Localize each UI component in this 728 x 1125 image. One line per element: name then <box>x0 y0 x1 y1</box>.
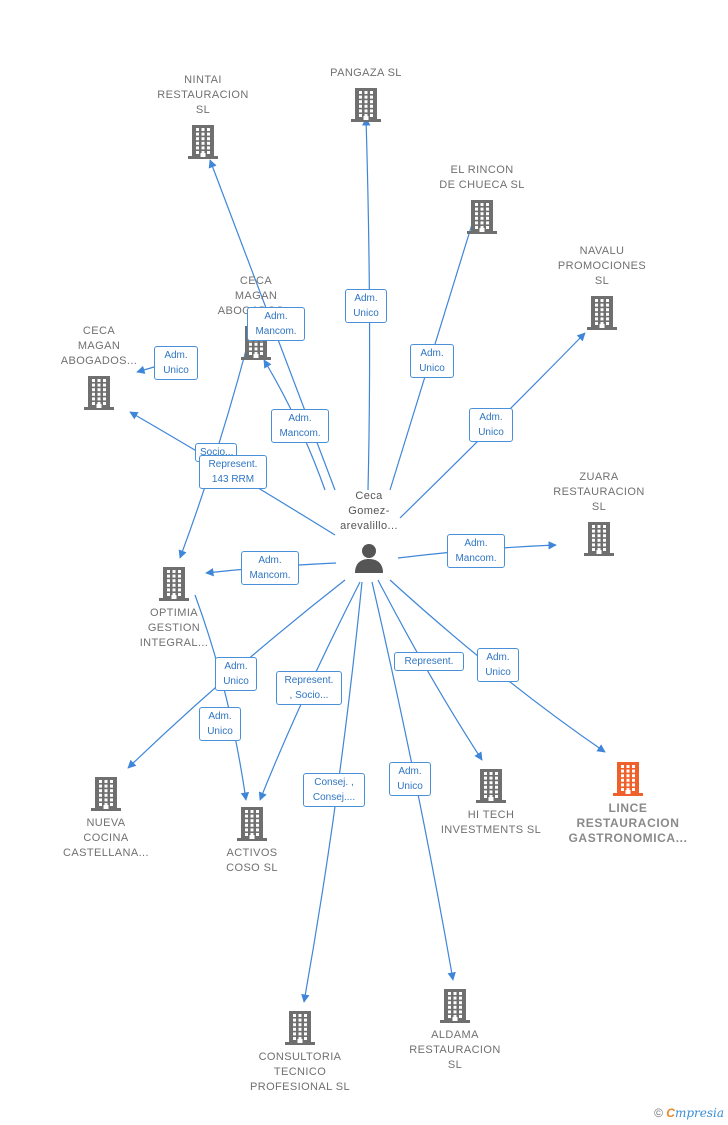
company-label: EL RINCON DE CHUECA SL <box>439 164 525 191</box>
company-node-nintai[interactable]: NINTAI RESTAURACION SL <box>138 73 268 160</box>
company-label: CECA MAGAN ABOGADOS... <box>60 325 138 367</box>
center-person-label: Ceca Gomez- arevalillo... <box>340 490 398 532</box>
company-label: OPTIMIA GESTION INTEGRAL... <box>139 607 209 649</box>
relationship-edge <box>194 594 250 801</box>
relationship-edge <box>377 579 483 761</box>
company-node-lince[interactable]: LINCE RESTAURACION GASTRONOMICA... <box>563 761 693 846</box>
company-label: CONSULTORIA TECNICO PROFESIONAL SL <box>250 1051 350 1093</box>
company-node-optimia[interactable]: OPTIMIA GESTION INTEGRAL... <box>109 566 239 651</box>
copyright-symbol: © <box>654 1106 663 1120</box>
relationship-label-zuara[interactable]: Adm. Mancom. <box>447 534 505 568</box>
relationship-label-hi-tech[interactable]: Represent. <box>394 652 464 671</box>
company-node-pangaza[interactable]: PANGAZA SL <box>301 66 431 123</box>
company-node-el-rincon[interactable]: EL RINCON DE CHUECA SL <box>417 163 547 235</box>
company-label: NINTAI RESTAURACION SL <box>157 74 249 116</box>
company-label: LINCE RESTAURACION GASTRONOMICA... <box>568 801 688 845</box>
company-node-nueva-cocina[interactable]: NUEVA COCINA CASTELLANA... <box>41 776 171 861</box>
relationship-label-nueva-cocina[interactable]: Adm. Unico <box>215 657 257 691</box>
company-label: ALDAMA RESTAURACION SL <box>409 1029 501 1071</box>
relationship-label-consultoria[interactable]: Consej. , Consej.... <box>303 773 365 807</box>
brand-footer: © Cmpresia <box>654 1106 724 1120</box>
building-icon <box>440 989 470 1023</box>
relationship-label-represent-143[interactable]: Represent. 143 RRM <box>199 455 267 489</box>
company-node-zuara[interactable]: ZUARA RESTAURACION SL <box>534 470 664 557</box>
relationship-label-rincon[interactable]: Adm. Unico <box>410 344 454 378</box>
relationship-label-activos-2[interactable]: Represent. , Socio... <box>276 671 342 705</box>
company-label: ACTIVOS COSO SL <box>226 847 278 874</box>
relationship-label-ceca-magan-1[interactable]: Adm. Mancom. <box>271 409 329 443</box>
building-icon <box>587 296 617 330</box>
company-node-ceca-magan-2[interactable]: CECA MAGAN ABOGADOS... <box>34 324 164 411</box>
building-icon <box>84 376 114 410</box>
relationship-label-optimia[interactable]: Adm. Mancom. <box>241 551 299 585</box>
building-icon <box>285 1011 315 1045</box>
relationship-label-nintai[interactable]: Adm. Mancom. <box>247 307 305 341</box>
building-icon <box>91 777 121 811</box>
company-label: PANGAZA SL <box>330 67 402 79</box>
building-icon <box>584 522 614 556</box>
building-icon <box>476 769 506 803</box>
building-icon <box>237 807 267 841</box>
company-label: NUEVA COCINA CASTELLANA... <box>63 817 149 859</box>
center-person-node[interactable]: Ceca Gomez- arevalillo... <box>304 489 434 574</box>
relationship-label-ceca-magan-2[interactable]: Adm. Unico <box>154 346 198 380</box>
relationship-edge <box>389 207 479 491</box>
company-node-hi-tech[interactable]: HI TECH INVESTMENTS SL <box>426 768 556 838</box>
brand-logo-initial: C <box>666 1106 675 1120</box>
relationship-label-aldama[interactable]: Adm. Unico <box>389 762 431 796</box>
company-node-consultoria[interactable]: CONSULTORIA TECNICO PROFESIONAL SL <box>235 1010 365 1095</box>
company-node-activos[interactable]: ACTIVOS COSO SL <box>187 806 317 876</box>
brand-logo-rest: mpresia <box>674 1106 724 1120</box>
relationship-label-navalu[interactable]: Adm. Unico <box>469 408 513 442</box>
building-icon <box>159 567 189 601</box>
company-label: NAVALU PROMOCIONES SL <box>557 245 647 287</box>
building-icon <box>613 762 643 796</box>
person-icon <box>355 544 383 573</box>
relationship-label-lince[interactable]: Adm. Unico <box>477 648 519 682</box>
building-icon <box>351 88 381 122</box>
relationship-label-pangaza[interactable]: Adm. Unico <box>345 289 387 323</box>
company-label: ZUARA RESTAURACION SL <box>553 471 645 513</box>
company-node-navalu[interactable]: NAVALU PROMOCIONES SL <box>537 244 667 331</box>
company-label: HI TECH INVESTMENTS SL <box>440 809 542 836</box>
relationship-label-activos-1[interactable]: Adm. Unico <box>199 707 241 741</box>
building-icon <box>467 200 497 234</box>
company-node-aldama[interactable]: ALDAMA RESTAURACION SL <box>390 988 520 1073</box>
building-icon <box>188 125 218 159</box>
